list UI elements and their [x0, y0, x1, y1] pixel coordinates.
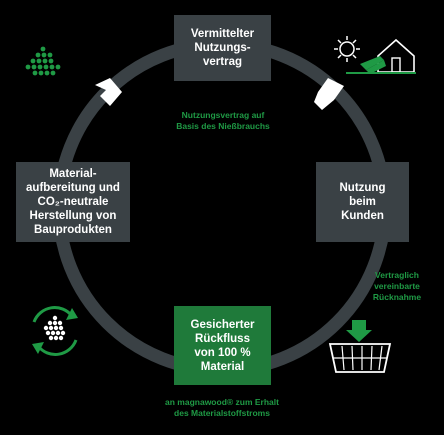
label-right-line-3: Rücknahme	[372, 292, 422, 302]
box-right-line-2: beim	[349, 196, 376, 208]
label-bottom-line-2: des Materialstoffstroms	[174, 408, 270, 418]
label-ruecknahme: Vertraglich vereinbarte Rücknahme	[354, 270, 440, 303]
box-left-line-4: Herstellung von	[29, 210, 117, 222]
box-bottom-line-4: Material	[200, 360, 245, 373]
basket-return-icon	[328, 320, 392, 373]
box-vermittelter-nutzungsvertrag: Vermittelter Nutzungs- vertrag	[174, 15, 271, 81]
box-materialaufbereitung: Material- aufbereitung und CO₂-neutrale …	[16, 162, 130, 242]
box-right-line-1: Nutzung	[339, 182, 386, 194]
label-top-line-1: Nutzungsvertrag auf	[181, 110, 265, 120]
label-materialstoffstrom: an magnawood® zum Erhalt des Materialsto…	[134, 397, 310, 419]
label-right-line-2: vereinbarte	[374, 281, 420, 291]
label-nutzungsvertrag: Nutzungsvertrag auf Basis des Nießbrauch…	[150, 110, 296, 132]
sun-house-icon	[334, 36, 416, 74]
box-top-line-3: vertrag	[203, 56, 242, 68]
box-nutzung-beim-kunden: Nutzung beim Kunden	[316, 162, 409, 242]
box-right-line-3: Kunden	[341, 210, 384, 222]
label-bottom-line-1: an magnawood® zum Erhalt	[165, 397, 279, 407]
box-bottom-line-1: Gesicherter	[190, 318, 255, 331]
box-bottom-line-2: Rückfluss	[195, 332, 250, 345]
box-left-line-2: aufbereitung und	[26, 182, 120, 194]
label-top-line-2: Basis des Nießbrauchs	[176, 121, 270, 131]
box-top-line-1: Vermittelter	[190, 28, 255, 40]
label-right-line-1: Vertraglich	[375, 270, 419, 280]
box-left-line-1: Material-	[49, 168, 97, 180]
box-bottom-line-3: von 100 %	[194, 346, 251, 359]
box-gesicherter-rueckfluss: Gesicherter Rückfluss von 100 % Material	[174, 306, 271, 385]
recycle-icon	[32, 306, 78, 356]
box-left-line-5: Bauprodukten	[34, 224, 112, 236]
box-top-line-2: Nutzungs-	[194, 42, 251, 54]
arrow-top-right-icon	[314, 78, 344, 110]
box-left-line-3: CO₂-neutrale	[37, 196, 109, 208]
material-dots-icon	[25, 46, 61, 76]
arrow-top-left-icon	[95, 78, 122, 106]
